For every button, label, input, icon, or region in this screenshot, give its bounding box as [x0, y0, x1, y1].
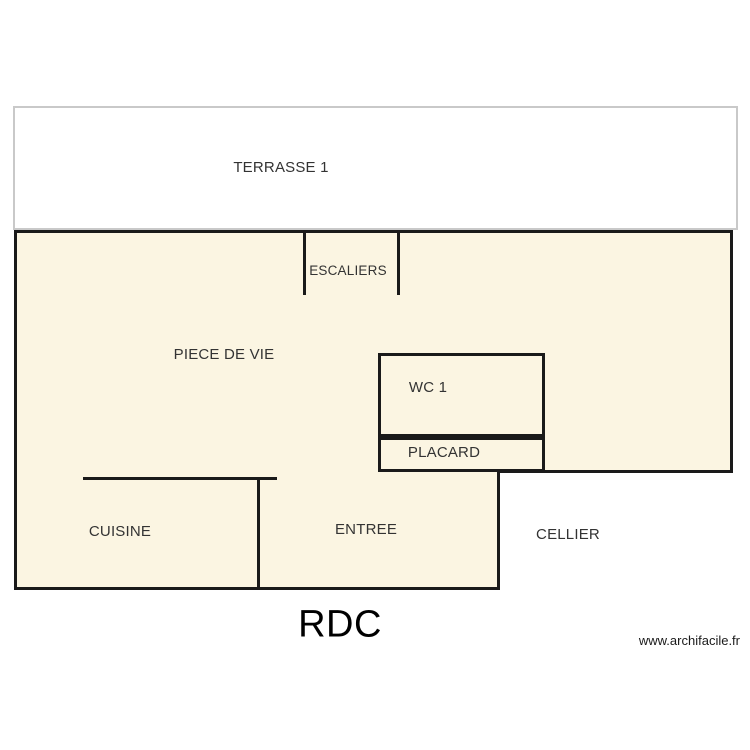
room-wc-1[interactable]	[378, 353, 545, 437]
room-cellier[interactable]	[500, 473, 733, 590]
room-label-entree: ENTREE	[334, 521, 398, 538]
room-placard[interactable]	[378, 437, 545, 472]
wall-escaliers-right	[397, 233, 400, 295]
room-label-terrasse-1: TERRASSE 1	[233, 159, 329, 176]
wall-escaliers-left	[303, 233, 306, 295]
room-label-piece-de-vie: PIECE DE VIE	[173, 346, 275, 363]
wall-cuisine-top	[83, 477, 277, 480]
wall-cellier-left	[497, 470, 500, 590]
room-label-cellier: CELLIER	[536, 526, 600, 543]
plan-title: RDC	[298, 603, 382, 646]
watermark: www.archifacile.fr	[638, 633, 740, 648]
room-terrasse-1[interactable]	[13, 106, 738, 230]
room-label-escaliers: ESCALIERS	[309, 263, 387, 278]
house-outline	[14, 230, 733, 590]
wall-cuisine-right	[257, 477, 260, 590]
room-label-cuisine: CUISINE	[88, 523, 152, 540]
wall-cellier-top	[497, 470, 733, 473]
room-label-placard: PLACARD	[407, 444, 481, 461]
room-label-wc-1: WC 1	[408, 379, 448, 396]
